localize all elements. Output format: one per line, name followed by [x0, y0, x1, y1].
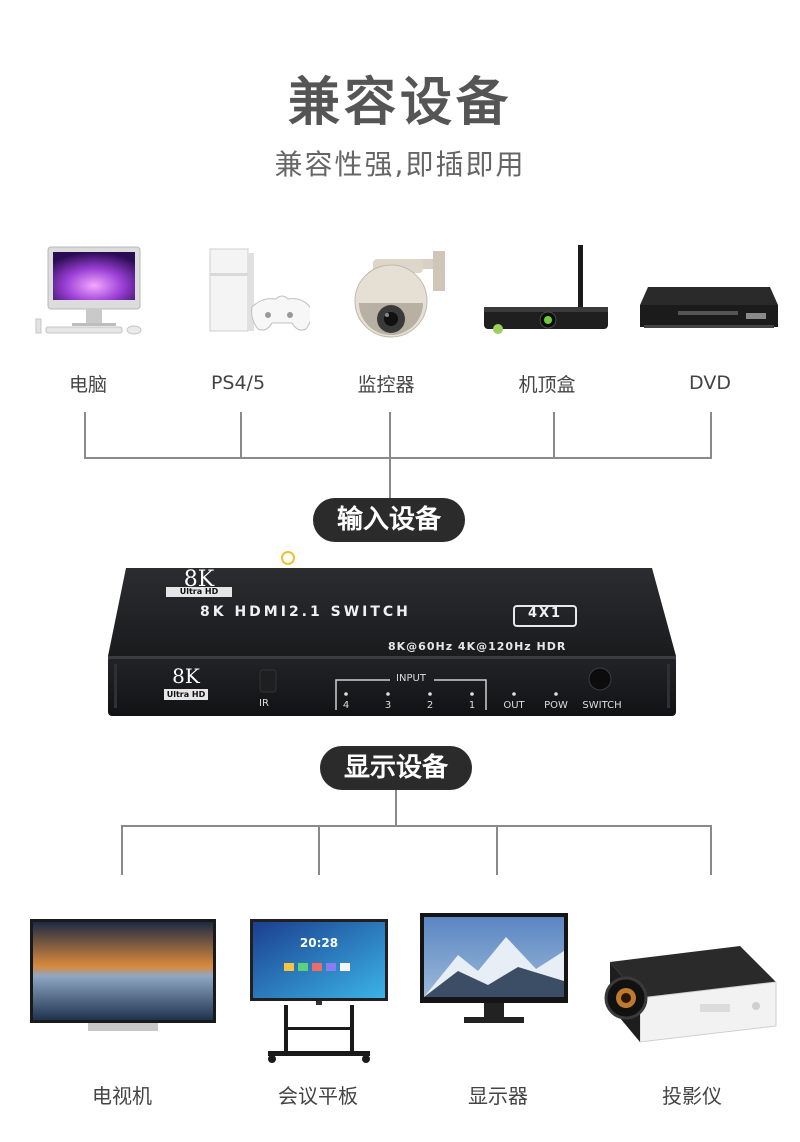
hdmi-switch-device [104, 564, 680, 720]
monitor-icon [418, 911, 570, 1031]
connector-line [553, 412, 555, 458]
page-title: 兼容设备 [287, 73, 512, 133]
projector-icon [600, 942, 780, 1050]
input-devices-pill: 输入设备 [313, 498, 465, 542]
device-label-monitor: 显示器 [468, 1084, 528, 1108]
input-3-label: 3 [384, 700, 392, 711]
connector-line [318, 825, 320, 875]
switch-ports-text: 4X1 [527, 606, 563, 621]
connector-line [395, 790, 397, 826]
connector-line [240, 412, 242, 458]
input-label: INPUT [396, 673, 426, 684]
pow-label: POW [544, 700, 568, 711]
set-top-box-icon [478, 243, 613, 338]
device-label-computer: 电脑 [68, 374, 107, 396]
computer-icon [34, 243, 154, 338]
device-label-set-top-box: 机顶盒 [518, 374, 576, 396]
input-1-label: 1 [468, 700, 476, 711]
connector-line [710, 825, 712, 875]
game-console-icon [200, 243, 310, 338]
connector-bus [121, 825, 712, 827]
output-devices-pill: 显示设备 [320, 746, 472, 790]
conference-panel-icon [248, 917, 390, 1065]
switch-top-logo: 8K [183, 567, 215, 592]
connector-bus [84, 457, 712, 459]
device-label-conference-panel: 会议平板 [278, 1084, 358, 1108]
connector-line [496, 825, 498, 875]
security-camera-icon [343, 245, 453, 345]
page-subtitle: 兼容性强,即插即用 [274, 148, 526, 181]
switch-button-label: SWITCH [582, 700, 622, 711]
ir-label: IR [259, 698, 269, 709]
input-2-label: 2 [426, 700, 434, 711]
switch-top-logo-sub: Ultra HD [166, 587, 232, 597]
switch-spec-text: 8K@60Hz 4K@120Hz HDR [388, 640, 567, 653]
switch-front-logo: 8K [172, 664, 200, 688]
connector-line [710, 412, 712, 458]
tv-icon [28, 917, 218, 1037]
conference-panel-time: 20:28 [299, 936, 339, 950]
switch-front-logo-sub: Ultra HD [164, 689, 208, 700]
connector-line [121, 825, 123, 875]
indicator-ring-icon [281, 551, 295, 565]
device-label-projector: 投影仪 [662, 1084, 722, 1108]
device-label-tv: 电视机 [92, 1084, 152, 1108]
out-label: OUT [503, 700, 525, 711]
switch-model-text: 8K HDMI2.1 SWITCH [200, 604, 411, 620]
dvd-player-icon [638, 275, 780, 340]
input-4-label: 4 [342, 700, 350, 711]
device-label-ps: PS4/5 [210, 372, 266, 394]
connector-line [84, 412, 86, 458]
device-label-monitor-camera: 监控器 [357, 374, 415, 396]
device-label-dvd: DVD [689, 372, 731, 394]
